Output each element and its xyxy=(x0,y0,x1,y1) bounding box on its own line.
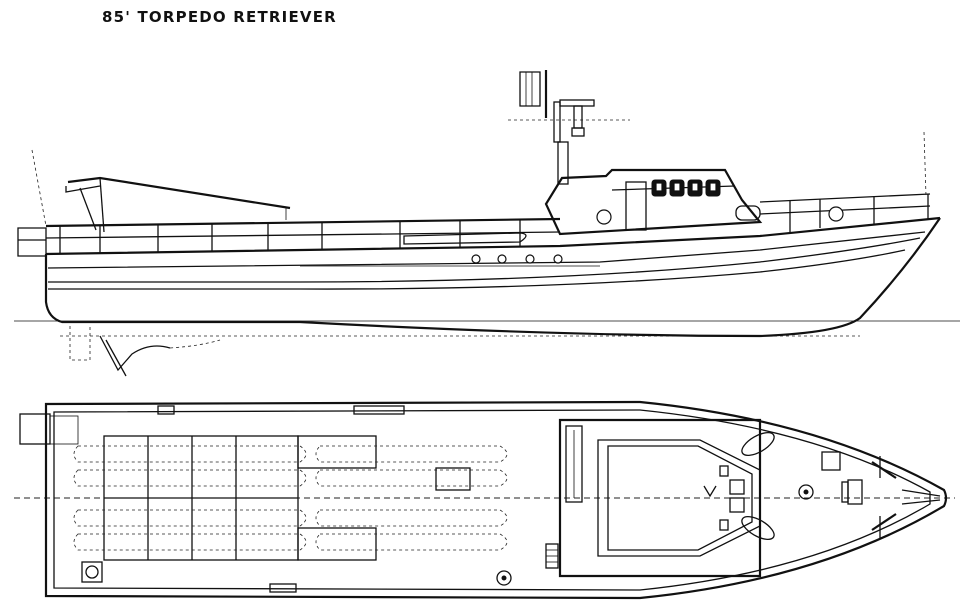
porthole xyxy=(471,254,481,264)
porthole xyxy=(553,254,563,264)
stern-flagstaff xyxy=(31,149,47,227)
porthole xyxy=(497,254,507,264)
side-hull xyxy=(44,217,941,338)
crane xyxy=(65,176,291,233)
liferaft xyxy=(741,515,775,541)
life-rafts xyxy=(741,431,775,541)
deckhouse-plan xyxy=(545,418,762,578)
deck-railing xyxy=(45,193,931,254)
deck-winch xyxy=(496,570,512,586)
boot-stripe xyxy=(48,237,921,283)
ensign-flag xyxy=(519,71,541,107)
mast xyxy=(508,70,630,185)
deckhouse-stairs xyxy=(545,543,559,569)
deckhouse xyxy=(544,168,844,236)
liferaft-canister xyxy=(735,205,761,221)
radar-antenna xyxy=(559,99,595,107)
portholes xyxy=(471,254,563,264)
forward-hatch xyxy=(821,451,841,471)
porthole xyxy=(525,254,535,264)
side-torpedo xyxy=(403,232,527,245)
drawing-title: 85' TORPEDO RETRIEVER xyxy=(102,8,337,26)
liferaft xyxy=(741,431,775,457)
side-sheer-line xyxy=(45,216,941,256)
propeller-rudder xyxy=(69,326,221,377)
capstan xyxy=(798,484,814,500)
bow-jackstaff xyxy=(923,131,927,197)
deckhouse-door xyxy=(625,181,647,231)
side-profile-view xyxy=(14,70,960,377)
torpedo-stowage xyxy=(73,435,508,561)
bow-bitts xyxy=(871,456,941,538)
bridge-windows xyxy=(651,179,721,197)
plan-hull-outline xyxy=(44,400,948,600)
stern-platform xyxy=(17,227,47,257)
deckhouse-porthole xyxy=(596,209,612,225)
plan-view xyxy=(14,400,955,600)
